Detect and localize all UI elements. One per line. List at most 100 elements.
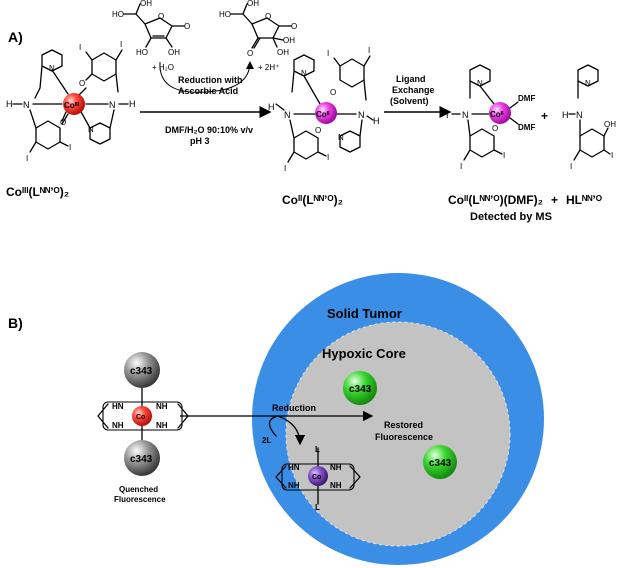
c343-restored-label-2: c343 — [429, 458, 452, 469]
detected-by-ms: Detected by MS — [470, 211, 552, 223]
c3-metal-label: Coᴵᴵ — [490, 110, 504, 119]
c2-pyridine-n-top: N — [301, 69, 307, 78]
hypoxic-core-label: Hypoxic Core — [322, 346, 406, 361]
hl-i-para: I — [570, 162, 572, 171]
plus-sign-1: + — [541, 109, 548, 123]
c3-i-ortho: I — [503, 151, 505, 160]
complex-co3-structure: N H N O I I O I I N H N — [6, 40, 136, 163]
panel-b-label: B) — [8, 315, 23, 331]
curved-redox-arrow — [159, 61, 254, 93]
c2-metal-label: Coᴵᴵ — [316, 110, 330, 119]
c1-i-left-para: I — [26, 154, 28, 163]
curved-ligand-arrow — [277, 415, 306, 446]
quenched-complex: HN NH NH NH Co c343 c343 — [97, 352, 189, 476]
c2-n-left: N — [284, 110, 291, 120]
dehydroascorbic-acid-structure: HO OH O O O OH OH + 2H⁺ — [219, 0, 297, 72]
reduced-complex: HN NH NH NH Co L L — [275, 445, 361, 512]
dehydro-oh-top: OH — [247, 0, 259, 8]
c343-restored-label-1: c343 — [349, 384, 372, 395]
c2-h-left: H — [268, 102, 275, 112]
c1-pyridine-n-top: N — [49, 64, 55, 73]
reduced-co-sphere — [308, 466, 328, 486]
c1-i-right-para: I — [120, 40, 122, 49]
c3-h-left: I — [446, 110, 449, 120]
c1-o-right: O — [79, 79, 85, 88]
c1-i-left-ortho: I — [69, 143, 71, 152]
co2-sphere-2 — [489, 102, 511, 124]
dehydro-oh-right-2: OH — [277, 48, 289, 57]
c2-i-right-para: I — [368, 46, 370, 55]
c2-n-right: N — [358, 110, 365, 120]
quenched-co-label: Co — [136, 414, 145, 421]
ascorbic-acid-label: Ascorbic Acid — [178, 86, 238, 96]
c2-i-left-para: I — [284, 164, 286, 173]
c3-dmf-top: DMF — [518, 94, 535, 103]
plus-sign-2: + — [551, 193, 558, 207]
c3-o: O — [492, 124, 498, 133]
c1-h-right: H — [129, 99, 136, 109]
c2-o-left: O — [315, 126, 321, 135]
complex3-name: Coᴵᴵ(Lᴺᴺ’ᴼ)(DMF)₂ — [448, 193, 543, 207]
c343-label-bottom: c343 — [130, 454, 153, 465]
r-cyclam-nh-bottom-right: NH — [330, 481, 342, 490]
water-byproduct: + H₂O — [152, 63, 174, 72]
complex1-name: Coᴵᴵᴵ(Lᴺᴺ’ᴼ)₂ — [6, 185, 69, 199]
c3-pyridine-n: N — [477, 79, 483, 88]
hl-pyridine-n: N — [585, 79, 591, 88]
cyclam-nh-bottom-right: NH — [156, 421, 168, 430]
l-top: L — [315, 445, 320, 454]
complex-co2-structure: N H N O I I O I I N H N Coᴵᴵ — [268, 46, 380, 173]
c3-dmf-bottom: DMF — [518, 123, 535, 132]
c1-metal-label: Coᴵᴵᴵ — [64, 101, 80, 110]
co2-sphere-1 — [315, 102, 337, 124]
c343-restored-2 — [423, 445, 457, 479]
ligand-exchange-label-3: (Solvent) — [390, 96, 429, 106]
reduction-label: Reduction — [272, 403, 316, 413]
complex-dmf-structure: N I N O I I Coᴵᴵ DMF DMF — [446, 64, 535, 171]
c343-quenched-top — [124, 352, 160, 388]
ascorbic-oh-bottom: OH — [168, 48, 180, 57]
ph-conditions: pH 3 — [190, 136, 210, 146]
cyclam-nh-top-right: NH — [156, 402, 168, 411]
c1-i-right-ortho: I — [79, 43, 81, 52]
cyclam-nh-bottom-left: NH — [112, 421, 124, 430]
c2-i-right-ortho: I — [327, 49, 329, 58]
c3-i-para: I — [460, 162, 462, 171]
two-l-label: 2L — [262, 436, 271, 445]
ascorbic-ho-bottom: HO — [136, 48, 148, 57]
ascorbic-acid-structure: HO OH O O HO OH + H₂O — [112, 0, 190, 72]
restored-label-1: Restored — [384, 420, 423, 430]
r-cyclam-nh-bottom-left: NH — [288, 481, 300, 490]
c2-i-left-ortho: I — [327, 153, 329, 162]
reduction-with-label: Reduction with — [178, 75, 243, 85]
c1-n-right: N — [109, 100, 116, 110]
r-cyclam-hn-top-left: HN — [288, 463, 300, 472]
hl-h: H — [562, 110, 569, 120]
ligand-exchange-label-1: Ligand — [396, 74, 426, 84]
protons-byproduct: + 2H⁺ — [258, 63, 279, 72]
c343-quenched-bottom — [124, 440, 160, 476]
dehydro-o-carbonyl: O — [291, 22, 297, 31]
dehydro-o-ring: O — [265, 12, 271, 21]
quenched-label-2: Fluorescence — [114, 495, 166, 504]
hl-n: N — [576, 110, 583, 120]
solvent-conditions: DMF/H₂O 90:10% v/v — [165, 125, 253, 135]
cyclam-hn-top-left: HN — [112, 402, 124, 411]
ascorbic-oh-top: OH — [140, 0, 152, 8]
l-bottom: L — [315, 503, 320, 512]
dehydro-o-left: O — [247, 49, 253, 58]
panel-a-label: A) — [8, 29, 23, 45]
c343-restored-1 — [343, 371, 377, 405]
ascorbic-o-ring: O — [158, 12, 164, 21]
dehydro-oh-right: OH — [283, 36, 295, 45]
hl-oh: OH — [604, 120, 616, 129]
c1-n-left: N — [23, 100, 30, 110]
restored-label-2: Fluorescence — [375, 432, 433, 442]
complex2-name: Coᴵᴵ(Lᴺᴺ’ᴼ)₂ — [282, 193, 343, 207]
reduced-co-label: Co — [312, 474, 321, 481]
ascorbic-ho-top: HO — [112, 10, 124, 19]
quenched-co-sphere — [132, 406, 152, 426]
ascorbic-o-carbonyl: O — [184, 22, 190, 31]
c1-h-left: H — [6, 99, 13, 109]
